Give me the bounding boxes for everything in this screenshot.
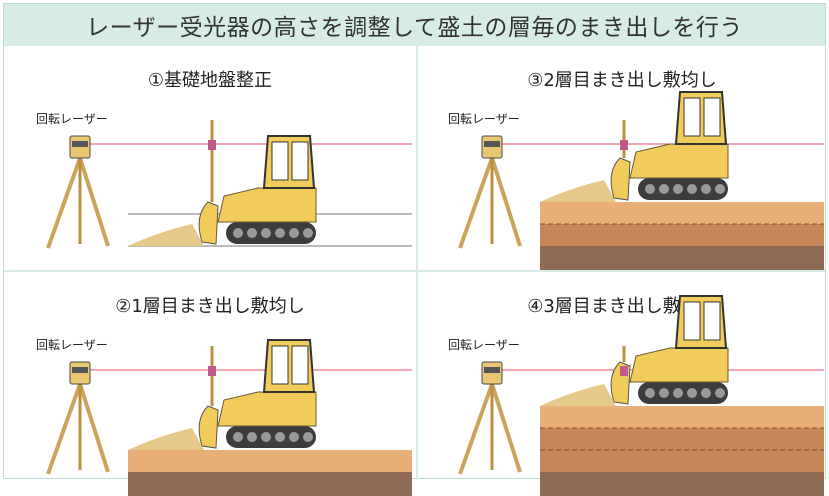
track-wheel [659, 388, 669, 398]
dozer-body [629, 347, 729, 383]
panel-step4: ④3層目まき出し敷均し 回転レーザー [420, 274, 824, 496]
soil-layer [540, 202, 824, 224]
soil-layers [540, 202, 824, 270]
laser-label: 回転レーザー [448, 338, 520, 352]
track-wheel [261, 432, 271, 442]
panel-step2: ②1層目まき出し敷均し 回転レーザー [8, 274, 412, 496]
scene-step3 [458, 91, 824, 270]
tripod-leg [458, 157, 494, 249]
laser-label: 回転レーザー [36, 112, 108, 126]
pushed-soil [128, 428, 204, 450]
soil-layers [540, 406, 824, 496]
laser-label: 回転レーザー [448, 112, 520, 126]
tripod-leg [458, 383, 494, 475]
track-wheel [275, 432, 285, 442]
rotating-laser-icon [46, 361, 110, 475]
scene-step2 [46, 339, 412, 496]
tripod-leg [490, 383, 522, 473]
pushed-soil [540, 180, 616, 202]
pushed-soil [540, 384, 616, 406]
soil-layer [128, 450, 412, 472]
bulldozer-icon [128, 120, 317, 246]
track-wheel [659, 184, 669, 194]
laser-window [484, 367, 500, 373]
tripod-leg [46, 157, 82, 249]
panel-step3: ③2層目まき出し敷均し 回転レーザー [420, 48, 824, 270]
diagram-title: レーザー受光器の高さを調整して盛土の層毎のまき出しを行う [4, 4, 825, 46]
track-wheel [247, 432, 257, 442]
dozer-blade [610, 157, 631, 201]
track-wheel [673, 184, 683, 194]
track-wheel [247, 228, 257, 238]
track-wheel [233, 432, 243, 442]
cab-window [703, 301, 721, 341]
laser-receiver [620, 140, 628, 150]
track-wheel [303, 432, 313, 442]
track-wheel [701, 184, 711, 194]
track-wheel [673, 388, 683, 398]
cab-window [271, 141, 289, 181]
laser-label: 回転レーザー [36, 338, 108, 352]
pushed-soil [128, 224, 204, 246]
rotating-laser-icon [46, 135, 110, 249]
divider-vertical [416, 46, 418, 480]
dozer-body [629, 143, 729, 179]
tripod-leg [490, 157, 522, 247]
scene-step4 [458, 295, 824, 496]
track-wheel [289, 228, 299, 238]
bulldozer-icon [540, 91, 729, 202]
soil-layer [540, 450, 824, 472]
panel-title: ④3層目まき出し敷均し [527, 296, 717, 317]
rotating-laser-icon [458, 135, 522, 249]
panel-title: ③2層目まき出し敷均し [527, 70, 717, 91]
dozer-blade [198, 405, 219, 449]
tripod-leg [46, 383, 82, 475]
track-wheel [303, 228, 313, 238]
divider-horizontal [4, 270, 825, 272]
track-wheel [687, 184, 697, 194]
laser-receiver [208, 366, 216, 376]
track-wheel [275, 228, 285, 238]
track-wheel [715, 388, 725, 398]
track-wheel [701, 388, 711, 398]
bulldozer-icon [540, 295, 729, 406]
soil-layer [540, 224, 824, 246]
rotating-laser-icon [458, 361, 522, 475]
tripod-leg [78, 383, 110, 473]
laser-window [72, 141, 88, 147]
track-wheel [261, 228, 271, 238]
cab-window [291, 141, 309, 181]
cab-window [291, 345, 309, 385]
track-wheel [645, 388, 655, 398]
track-wheel [289, 432, 299, 442]
soil-layer [540, 406, 824, 428]
laser-window [484, 141, 500, 147]
laser-receiver [208, 140, 216, 150]
soil-layers [128, 450, 412, 496]
scene-step1 [46, 120, 412, 249]
track-wheel [645, 184, 655, 194]
track-wheel [233, 228, 243, 238]
cab-window [683, 97, 701, 137]
diagram-frame: レーザー受光器の高さを調整して盛土の層毎のまき出しを行う ①基礎地盤整正 回転レ… [3, 3, 826, 496]
dozer-body [217, 187, 317, 223]
soil-layer [540, 428, 824, 450]
laser-window [72, 367, 88, 373]
panel-title: ②1層目まき出し敷均し [115, 296, 305, 317]
tripod-leg [78, 157, 110, 247]
panel-step1: ①基礎地盤整正 回転レーザー [8, 48, 412, 270]
track-wheel [687, 388, 697, 398]
cab-window [703, 97, 721, 137]
dozer-blade [198, 201, 219, 245]
bulldozer-icon [128, 339, 317, 450]
cab-window [683, 301, 701, 341]
panel-title: ①基礎地盤整正 [147, 70, 273, 91]
dozer-body [217, 391, 317, 427]
track-wheel [715, 184, 725, 194]
laser-receiver [620, 366, 628, 376]
cab-window [271, 345, 289, 385]
